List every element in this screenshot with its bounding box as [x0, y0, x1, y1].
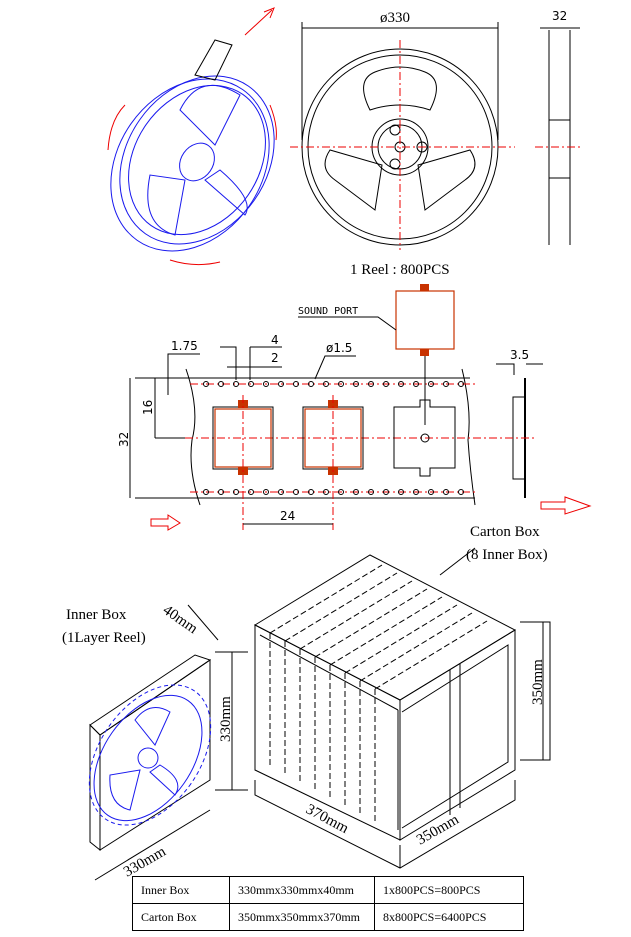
- sprocket-hole: [248, 381, 254, 387]
- inner-box-outline: [284, 572, 398, 776]
- sprocket-hole: [278, 381, 284, 387]
- sprocket-hole: [278, 489, 284, 495]
- inner-depth-label: 40mm: [160, 602, 201, 637]
- box-quantity: 8x800PCS=6400PCS: [374, 903, 524, 931]
- sprocket-hole: [353, 381, 359, 387]
- tape-width-label: 32: [117, 432, 131, 447]
- carton-box: Carton Box (8 Inner Box) 350mm 370mm 350…: [253, 524, 551, 869]
- box-size: 330mmx330mmx40mm: [229, 876, 375, 904]
- inner-height-label: 330mm: [218, 696, 234, 742]
- sprocket-hole: [398, 381, 404, 387]
- feed-direction-arrow-icon: [540, 496, 592, 515]
- sprocket-hole: [428, 489, 434, 495]
- sprocket-hole: [308, 489, 314, 495]
- sprocket-hole: [383, 381, 389, 387]
- inner-box: 40mm Inner Box (1Layer Reel) 330mm 330mm: [62, 602, 248, 880]
- sprocket-hole: [368, 381, 374, 387]
- hole-edge-label: 1.75: [171, 339, 198, 353]
- pocket-pitch-label: 24: [280, 509, 295, 523]
- inner-box-outline: [374, 620, 488, 824]
- inner-box-outline: [329, 596, 443, 800]
- sprocket-hole: [458, 489, 464, 495]
- table-row: Inner Box 330mmx330mmx40mm 1x800PCS=800P…: [132, 876, 524, 904]
- hole-diameter-label: ø1.5: [326, 341, 352, 355]
- sprocket-hole: [263, 489, 269, 495]
- sprocket-hole: [323, 489, 329, 495]
- reel-perspective: [107, 7, 277, 266]
- reel-front-view: ø330 1 Reel : 800PCS: [290, 10, 515, 278]
- carton-title: Carton Box: [470, 524, 540, 540]
- inner-box-outline: [359, 612, 473, 816]
- sprocket-hole: [398, 489, 404, 495]
- rotation-arrow-icon: [244, 7, 275, 36]
- sprocket-hole: [293, 381, 299, 387]
- sprocket-hole: [413, 381, 419, 387]
- reel-diameter-label: ø330: [380, 10, 410, 26]
- carton-height-label: 350mm: [530, 659, 546, 705]
- sprocket-hole: [353, 489, 359, 495]
- sprocket-hole: [443, 381, 449, 387]
- inner-box-outline: [269, 564, 383, 768]
- sound-port-label: SOUND PORT: [298, 306, 358, 317]
- pocket-offset-label: 2: [271, 351, 279, 365]
- box-size: 350mmx350mmx370mm: [229, 903, 375, 931]
- hole-pitch-label: 4: [271, 333, 279, 347]
- box-name: Inner Box: [132, 876, 230, 904]
- box-quantity: 1x800PCS=800PCS: [374, 876, 524, 904]
- sprocket-hole: [248, 489, 254, 495]
- table-row: Carton Box 350mmx350mmx370mm 8x800PCS=64…: [132, 903, 524, 931]
- feed-direction-arrow-icon: [150, 514, 181, 531]
- box-name: Carton Box: [132, 903, 230, 931]
- inner-box-outline: [299, 580, 413, 784]
- sprocket-hole: [338, 489, 344, 495]
- inner-subtitle: (1Layer Reel): [62, 630, 146, 646]
- sprocket-hole: [203, 381, 209, 387]
- reel-side-view: 32: [535, 9, 580, 245]
- sprocket-hole: [383, 489, 389, 495]
- rotation-arrow-icon: [107, 104, 126, 151]
- sprocket-hole: [458, 381, 464, 387]
- sprocket-hole: [293, 489, 299, 495]
- sprocket-hole: [428, 381, 434, 387]
- packing-table: Inner Box 330mmx330mmx40mm 1x800PCS=800P…: [132, 876, 524, 931]
- inner-box-outline: [314, 588, 428, 792]
- inner-title: Inner Box: [66, 607, 127, 623]
- carton-subtitle: (8 Inner Box): [466, 547, 548, 563]
- sprocket-hole: [338, 381, 344, 387]
- sprocket-hole: [218, 489, 224, 495]
- sprocket-hole: [323, 381, 329, 387]
- reel-width-label: 32: [552, 9, 567, 23]
- sprocket-hole: [413, 489, 419, 495]
- inner-box-outline: [344, 604, 458, 808]
- sprocket-hole: [308, 381, 314, 387]
- sprocket-hole: [368, 489, 374, 495]
- sprocket-hole: [233, 489, 239, 495]
- sprocket-hole: [218, 381, 224, 387]
- sprocket-hole: [263, 381, 269, 387]
- sprocket-hole: [233, 381, 239, 387]
- tape-center-label: 16: [141, 400, 155, 415]
- carrier-tape: SOUND PORT 32 16 1.75 4 2 ø1.5 24 3.5: [117, 284, 592, 531]
- reel-quantity-label: 1 Reel : 800PCS: [350, 262, 450, 278]
- tape-thickness-label: 3.5: [510, 348, 529, 362]
- sprocket-hole: [203, 489, 209, 495]
- sprocket-hole: [443, 489, 449, 495]
